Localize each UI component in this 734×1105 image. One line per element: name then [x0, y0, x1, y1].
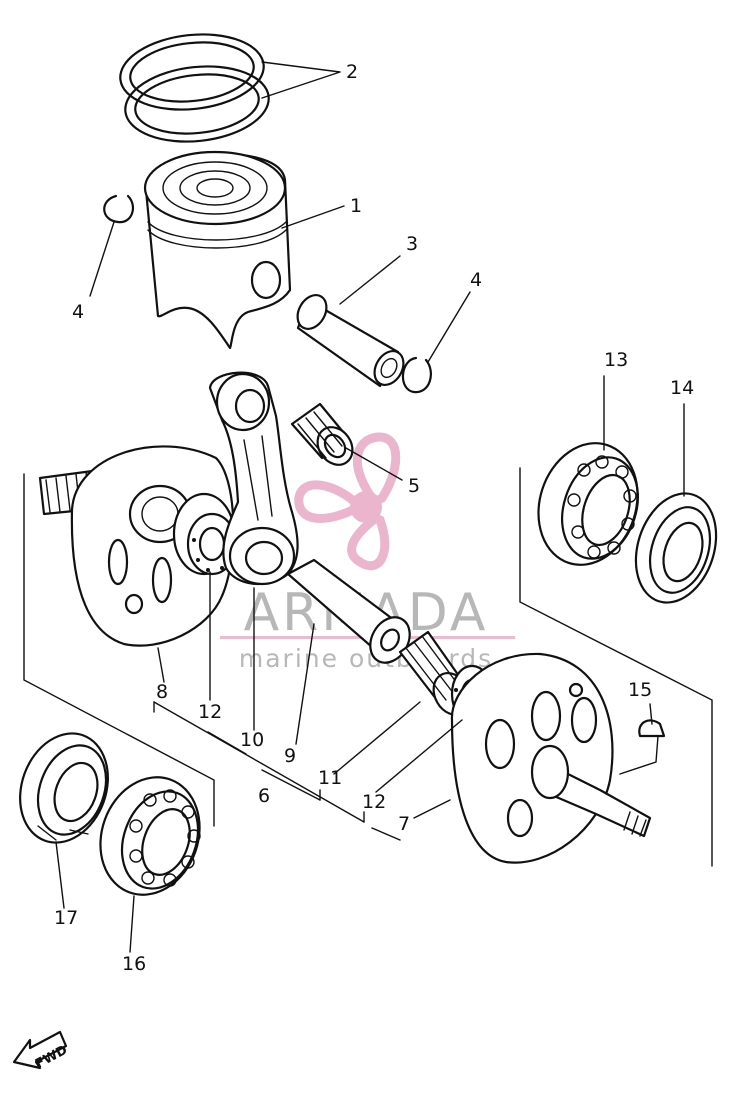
- callout-16: 16: [122, 953, 146, 975]
- part-bearing-upper-right-13: [537, 442, 639, 566]
- part-circlip-left: [103, 194, 135, 224]
- callout-10: 10: [240, 729, 264, 751]
- callout-9: 9: [284, 745, 296, 767]
- part-oil-seal-lower-left-17: [19, 732, 109, 844]
- callout-2: 2: [346, 61, 358, 83]
- part-piston-pin: [296, 294, 405, 388]
- part-crank-web-right: [450, 652, 652, 864]
- part-piston: [143, 150, 292, 350]
- callout-17: 17: [54, 907, 78, 929]
- part-circlip-right: [401, 356, 432, 394]
- callout-8: 8: [156, 681, 168, 703]
- callout-labels: 1 2 3 4 4 5 6 7 8 9 10 11 12 12 13 14 15…: [54, 61, 694, 975]
- callout-14: 14: [670, 377, 694, 399]
- callout-11: 11: [318, 767, 342, 789]
- callout-6: 6: [258, 785, 270, 807]
- part-connecting-rod: [208, 371, 299, 586]
- forward-arrow-indicator: FWD: [12, 1030, 70, 1072]
- leader-lines: [55, 61, 685, 953]
- part-oil-seal-upper-right-14: [634, 492, 718, 604]
- callout-4-right: 4: [470, 269, 482, 291]
- propeller-logo: [294, 432, 401, 571]
- callout-5: 5: [408, 475, 420, 497]
- part-small-end-bearing: [290, 402, 354, 466]
- bearing-rollers: [567, 455, 637, 559]
- fwd-arrow-icon: [12, 1030, 68, 1070]
- callout-3: 3: [406, 233, 418, 255]
- group-brackets: [23, 467, 713, 867]
- callout-13: 13: [604, 349, 628, 371]
- callout-1: 1: [350, 195, 362, 217]
- part-piston-rings: [119, 33, 270, 143]
- callout-7: 7: [398, 813, 410, 835]
- callout-12-left: 12: [198, 701, 222, 723]
- part-woodruff-key: [638, 719, 666, 738]
- callout-15: 15: [628, 679, 652, 701]
- callout-4-left: 4: [72, 301, 84, 323]
- part-bearing-lower-left-16: [99, 776, 201, 896]
- callout-12-right: 12: [362, 791, 386, 813]
- bearing-rollers: [129, 789, 201, 887]
